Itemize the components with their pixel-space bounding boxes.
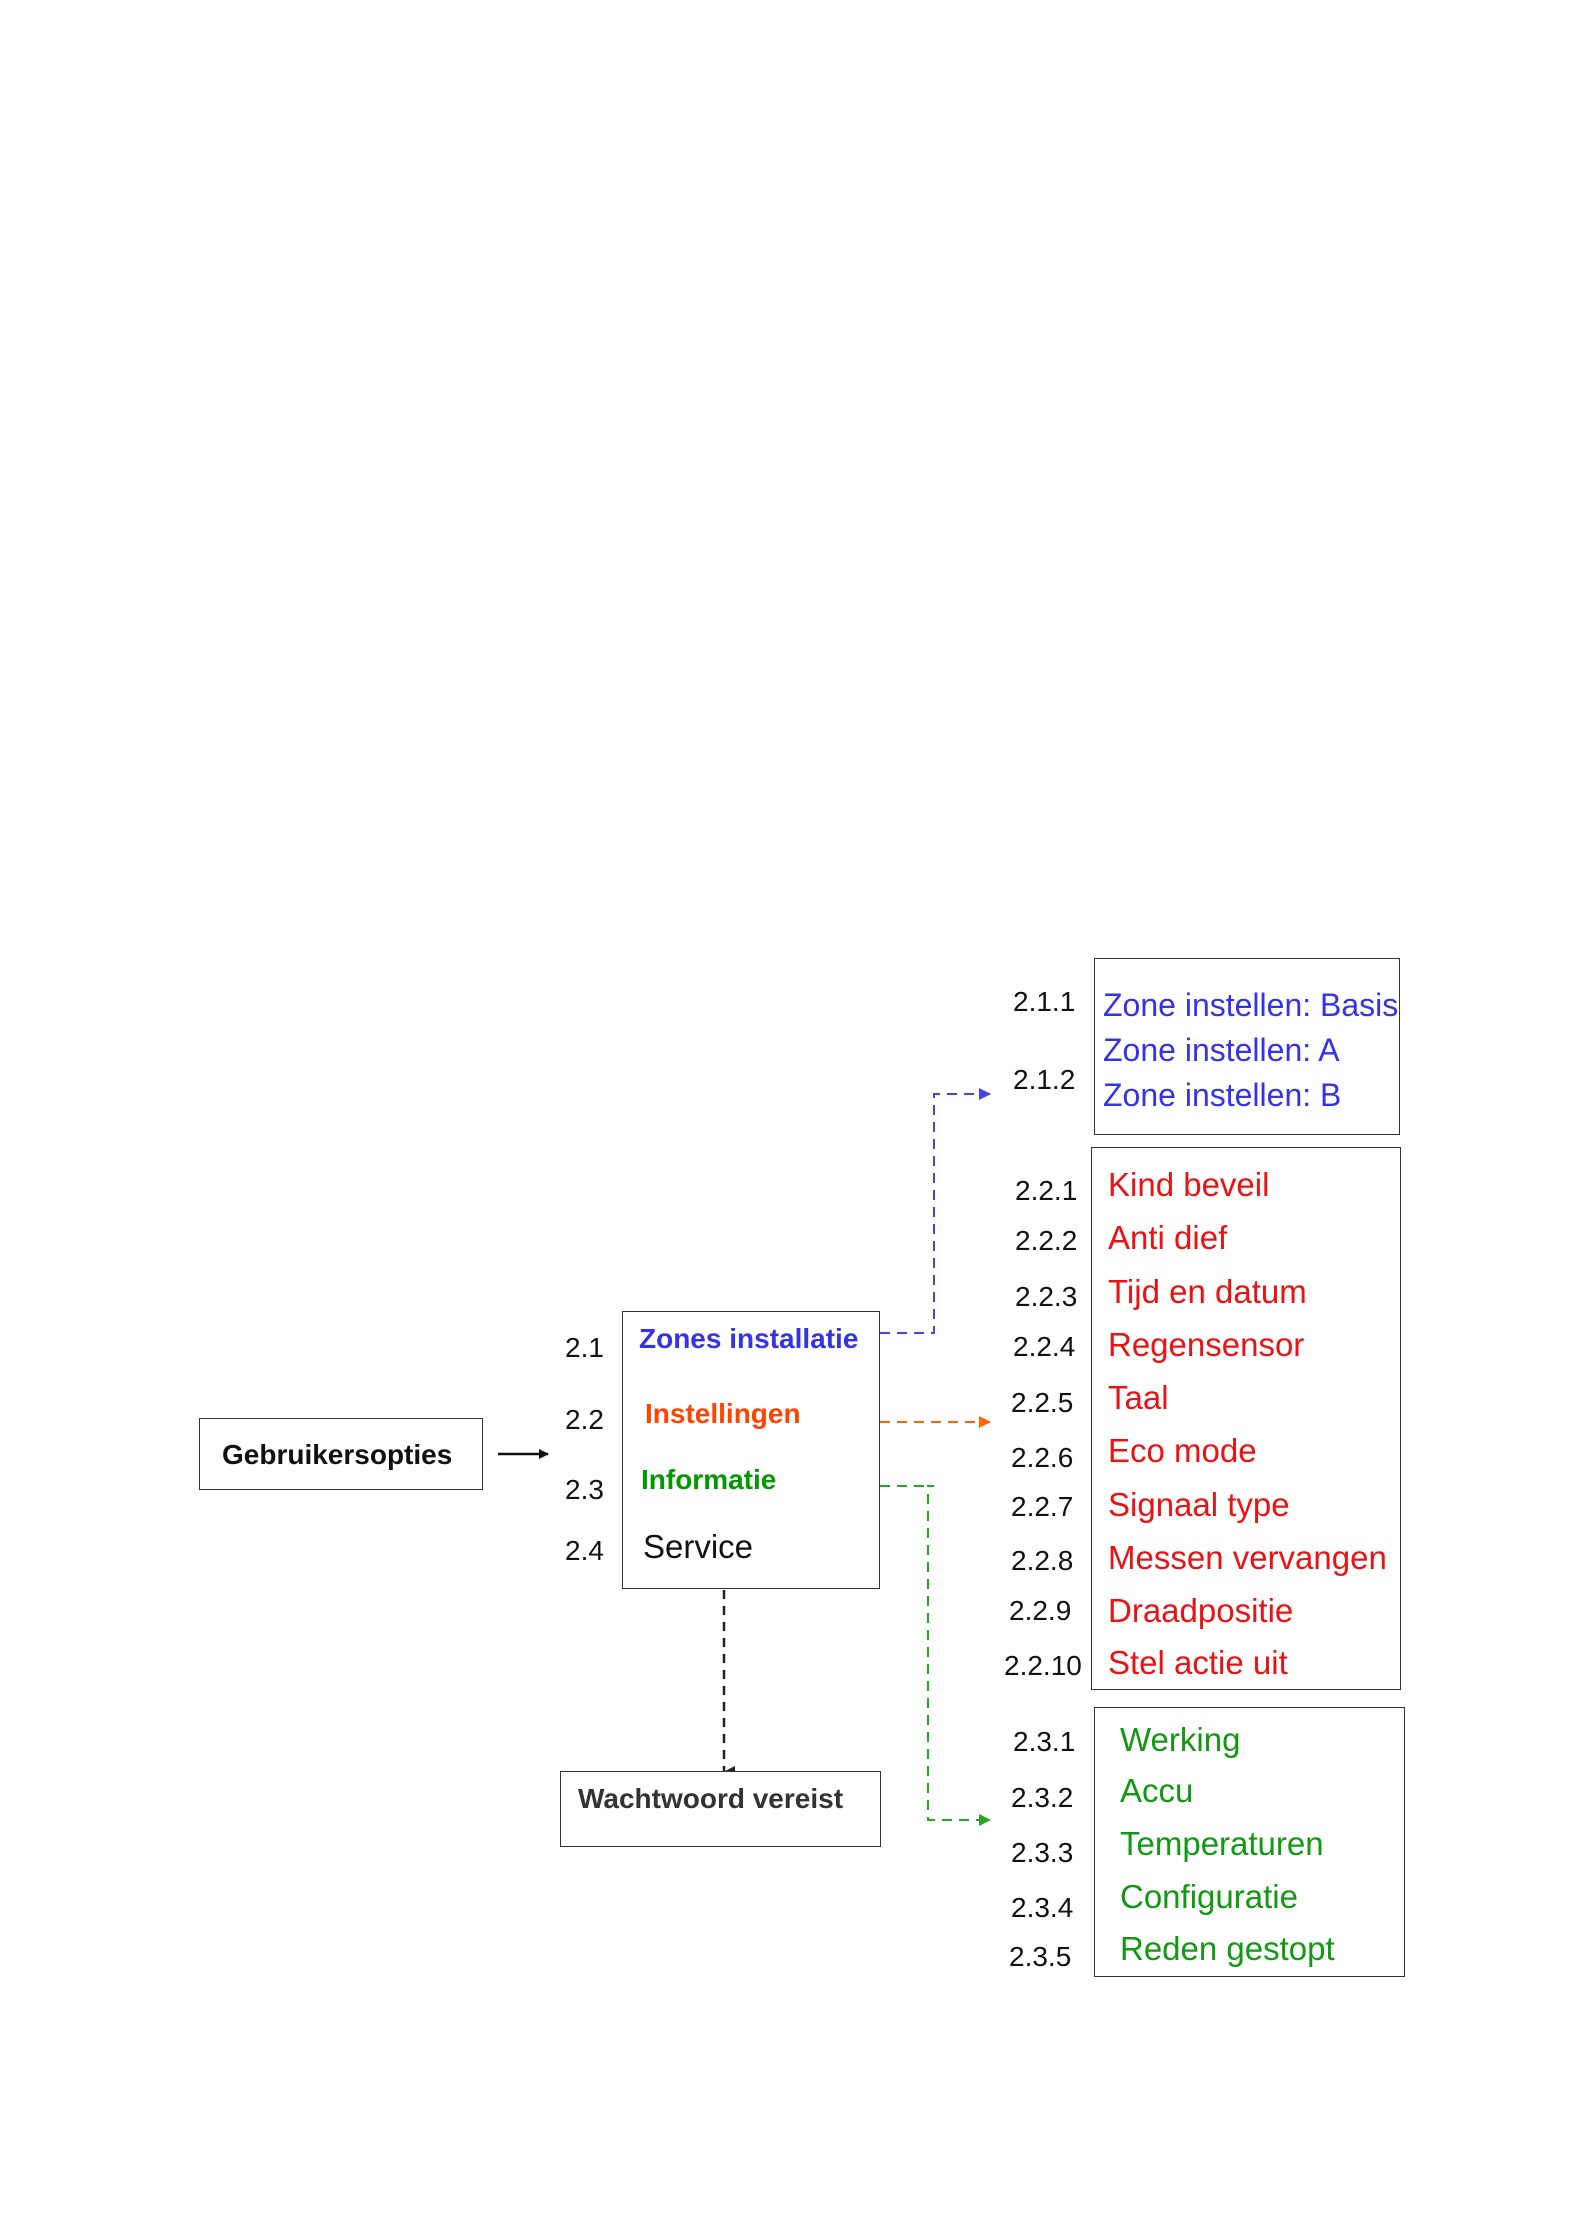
settings-item-eco-mode[interactable]: Eco mode: [1108, 1432, 1257, 1469]
menu-item-service[interactable]: Service: [643, 1528, 754, 1565]
settings-item-messen-vervangen[interactable]: Messen vervangen: [1108, 1539, 1387, 1576]
settings-num-2-2-1: 2.2.1: [1015, 1175, 1078, 1206]
info-item-accu[interactable]: Accu: [1120, 1772, 1194, 1809]
menu-num-2-3: 2.3: [565, 1474, 604, 1505]
settings-num-2-2-8: 2.2.8: [1011, 1545, 1074, 1576]
settings-num-2-2-2: 2.2.2: [1015, 1225, 1078, 1256]
settings-item-stel-actie-uit[interactable]: Stel actie uit: [1108, 1644, 1288, 1681]
zones-box: Zone instellen: Basis Zone instellen: A …: [1094, 958, 1400, 1135]
menu-item-zones-installatie[interactable]: Zones installatie: [639, 1323, 859, 1354]
arrow-info: [880, 1485, 991, 1826]
settings-item-tijd-en-datum[interactable]: Tijd en datum: [1108, 1273, 1307, 1310]
menu-num-2-1: 2.1: [565, 1332, 604, 1363]
info-num-2-3-5: 2.3.5: [1009, 1941, 1072, 1972]
root-box[interactable]: Gebruikersopties: [199, 1418, 483, 1490]
settings-num-2-2-7: 2.2.7: [1011, 1491, 1074, 1522]
info-box: Werking Accu Temperaturen Configuratie R…: [1094, 1707, 1405, 1977]
root-label: Gebruikersopties: [222, 1439, 453, 1470]
settings-num-2-2-10: 2.2.10: [1004, 1650, 1082, 1681]
settings-item-kind-beveil[interactable]: Kind beveil: [1108, 1166, 1270, 1203]
arrow-zones: [880, 1088, 991, 1334]
zones-item-a[interactable]: Zone instellen: A: [1103, 1032, 1340, 1068]
settings-item-signaal-type[interactable]: Signaal type: [1108, 1486, 1290, 1523]
menu-num-2-2: 2.2: [565, 1404, 604, 1435]
settings-num-2-2-9: 2.2.9: [1009, 1595, 1072, 1626]
settings-item-draadpositie[interactable]: Draadpositie: [1108, 1592, 1294, 1629]
settings-num-2-2-4: 2.2.4: [1013, 1331, 1076, 1362]
password-box[interactable]: Wachtwoord vereist: [560, 1771, 881, 1847]
zones-num-2-1-2: 2.1.2: [1013, 1064, 1076, 1095]
info-item-reden-gestopt[interactable]: Reden gestopt: [1120, 1930, 1335, 1967]
info-item-temperaturen[interactable]: Temperaturen: [1120, 1825, 1324, 1862]
settings-item-taal[interactable]: Taal: [1108, 1379, 1169, 1416]
menu-num-2-4: 2.4: [565, 1535, 604, 1566]
info-num-2-3-1: 2.3.1: [1013, 1726, 1076, 1757]
info-num-2-3-2: 2.3.2: [1011, 1782, 1074, 1813]
info-num-2-3-3: 2.3.3: [1011, 1837, 1074, 1868]
settings-num-2-2-6: 2.2.6: [1011, 1442, 1074, 1473]
settings-item-anti-dief[interactable]: Anti dief: [1108, 1219, 1228, 1256]
zones-num-2-1-1: 2.1.1: [1013, 986, 1076, 1017]
info-num-2-3-4: 2.3.4: [1011, 1892, 1074, 1923]
menu-item-informatie[interactable]: Informatie: [641, 1464, 777, 1495]
password-label: Wachtwoord vereist: [578, 1783, 844, 1814]
settings-box: Kind beveil Anti dief Tijd en datum Rege…: [1091, 1147, 1401, 1690]
settings-item-regensensor[interactable]: Regensensor: [1108, 1326, 1305, 1363]
zones-item-basis[interactable]: Zone instellen: Basis: [1103, 987, 1399, 1023]
info-item-configuratie[interactable]: Configuratie: [1120, 1878, 1298, 1915]
info-item-werking[interactable]: Werking: [1120, 1721, 1241, 1758]
settings-num-2-2-5: 2.2.5: [1011, 1387, 1074, 1418]
settings-num-2-2-3: 2.2.3: [1015, 1281, 1078, 1312]
menu-item-instellingen[interactable]: Instellingen: [645, 1398, 801, 1429]
zones-item-b[interactable]: Zone instellen: B: [1103, 1077, 1342, 1113]
menu-box: Zones installatie Instellingen Informati…: [622, 1311, 880, 1589]
